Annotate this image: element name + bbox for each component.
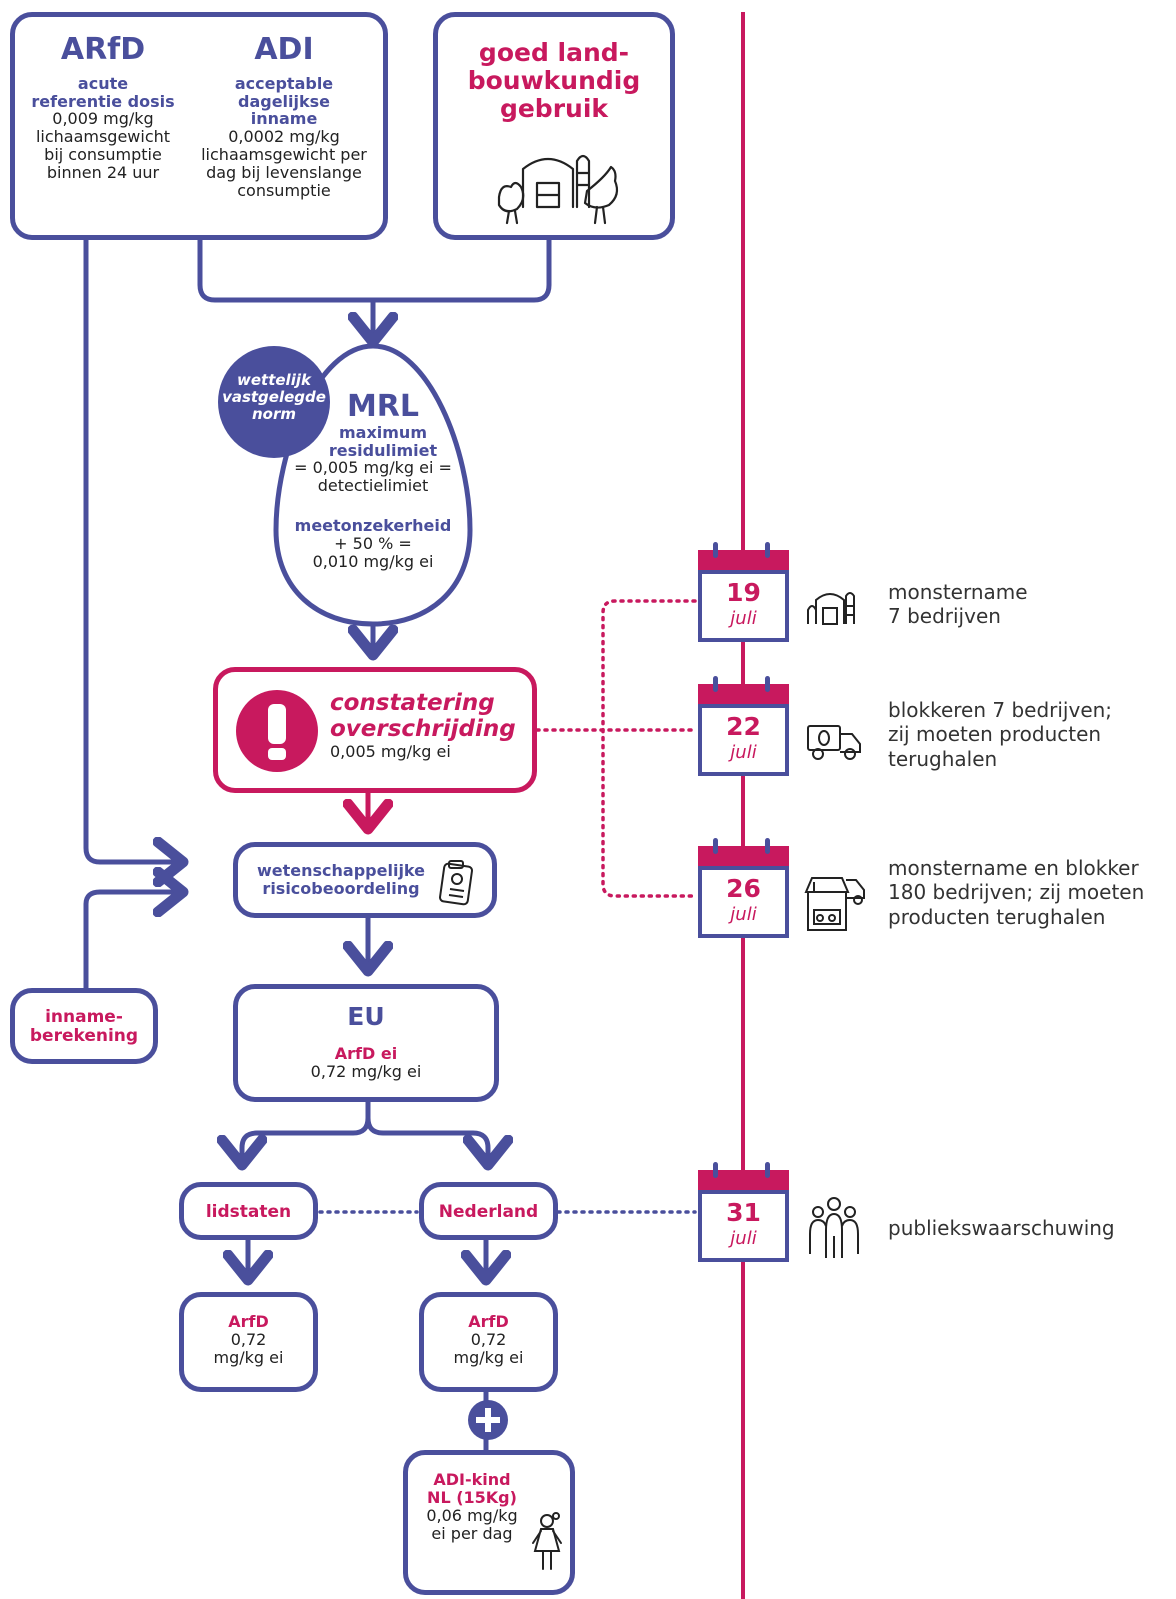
adi-kind-box: ADI-kind NL (15Kg) 0,06 mg/kg ei per dag bbox=[403, 1450, 575, 1595]
eu-subtitle: ArfD ei bbox=[334, 1044, 398, 1063]
farm-icon bbox=[807, 592, 855, 625]
event-text-26-juli: monstername en blokker 180 bedrijven; zi… bbox=[888, 856, 1145, 929]
exceed-content: constatering overschrijding 0,005 mg/kg … bbox=[330, 690, 530, 761]
arfd-text: 0,009 mg/kg lichaamsgewicht bij consumpt… bbox=[35, 109, 171, 183]
calendar-19-juli: 19 juli bbox=[698, 542, 789, 642]
shop-truck-icon bbox=[804, 877, 865, 931]
nederland-label: Nederland bbox=[438, 1202, 539, 1222]
calendar-26-juli: 26 juli bbox=[698, 838, 789, 938]
mrl-text2: + 50 % = 0,010 mg/kg ei bbox=[312, 534, 434, 572]
adi-title: ADI bbox=[254, 32, 314, 67]
gap-title: goed land- bouwkundig gebruik bbox=[467, 38, 641, 123]
child-icon bbox=[532, 1512, 562, 1570]
eu-title: EU bbox=[347, 1002, 385, 1031]
eu-box: EU ArfD ei 0,72 mg/kg ei bbox=[233, 984, 499, 1102]
adi-kind-content: ADI-kind NL (15Kg) 0,06 mg/kg ei per dag bbox=[416, 1471, 528, 1543]
nederland-box: Nederland bbox=[419, 1182, 558, 1240]
calendar-month: juli bbox=[730, 904, 757, 925]
calendar-day: 26 bbox=[726, 874, 761, 903]
event-text-22-juli: blokkeren 7 bedrijven; zij moeten produc… bbox=[888, 698, 1113, 771]
adi-subtitle: acceptable dagelijkse inname bbox=[234, 73, 334, 129]
farm-animals-icon bbox=[497, 154, 619, 225]
risk-box: wetenschappelijke risicobeoordeling bbox=[233, 842, 497, 918]
arfd-subtitle: acute referentie dosis bbox=[31, 73, 175, 111]
mrl-subtitle2: meetonzekerheid bbox=[294, 516, 452, 536]
risk-label: wetenschappelijke risicobeoordeling bbox=[257, 861, 425, 898]
calendar-month: juli bbox=[730, 608, 757, 629]
event-text-19-juli: monstername 7 bedrijven bbox=[888, 580, 1028, 629]
adi-kind-value: 0,06 mg/kg ei per dag bbox=[426, 1505, 518, 1543]
lidstaten-label: lidstaten bbox=[205, 1202, 292, 1222]
calendar-22-juli: 22 juli bbox=[698, 676, 789, 776]
lidstaten-box: lidstaten bbox=[179, 1182, 318, 1240]
mrl-title: MRL bbox=[346, 389, 420, 424]
truck-icon bbox=[807, 725, 861, 760]
gap-box: goed land- bouwkundig gebruik bbox=[433, 12, 675, 240]
eu-content: EU ArfD ei 0,72 mg/kg ei bbox=[238, 1003, 494, 1081]
exceed-value: 0,005 mg/kg ei bbox=[330, 741, 451, 761]
arfd-title: ARfD bbox=[60, 32, 146, 67]
arfd-nl-value: 0,72 mg/kg ei bbox=[453, 1329, 524, 1367]
arfd-nl-title: ArfD bbox=[468, 1312, 509, 1331]
intake-label: inname- berekening bbox=[29, 1007, 139, 1047]
arfd-nl-content: ArfD 0,72 mg/kg ei bbox=[424, 1313, 553, 1367]
event-text-31-juli: publiekswaarschuwing bbox=[888, 1216, 1115, 1240]
calendar-31-juli: 31 juli bbox=[698, 1162, 789, 1262]
adi-text: 0,0002 mg/kg lichaamsgewicht per dag bij… bbox=[201, 127, 367, 201]
exclamation-icon bbox=[236, 690, 318, 772]
mrl-text1: = 0,005 mg/kg ei = detectielimiet bbox=[294, 458, 452, 496]
eu-value: 0,72 mg/kg ei bbox=[310, 1061, 422, 1081]
mrl-subtitle: maximum residulimiet bbox=[328, 422, 438, 460]
limits-box: ARfD acute referentie dosis 0,009 mg/kg … bbox=[10, 12, 388, 240]
adi-kind-title: ADI-kind NL (15Kg) bbox=[427, 1470, 517, 1507]
arfd-column: ARfD acute referentie dosis 0,009 mg/kg … bbox=[23, 33, 183, 182]
calendar-month: juli bbox=[730, 742, 757, 763]
clipboard-icon bbox=[439, 860, 473, 906]
arfd-lidstaten-value: 0,72 mg/kg ei bbox=[213, 1329, 284, 1367]
norm-badge bbox=[218, 346, 330, 458]
arfd-lidstaten-box: ArfD 0,72 mg/kg ei bbox=[179, 1292, 318, 1392]
calendar-day: 19 bbox=[726, 578, 761, 607]
plus-icon bbox=[468, 1400, 508, 1440]
arfd-nl-box: ArfD 0,72 mg/kg ei bbox=[419, 1292, 558, 1392]
exceed-box: constatering overschrijding 0,005 mg/kg … bbox=[213, 667, 537, 793]
mrl-content: MRL maximum residulimiet = 0,005 mg/kg e… bbox=[285, 390, 461, 571]
exceed-title: constatering overschrijding bbox=[330, 690, 516, 743]
people-icon bbox=[809, 1197, 859, 1258]
calendar-month: juli bbox=[730, 1228, 757, 1249]
adi-column: ADI acceptable dagelijkse inname 0,0002 … bbox=[193, 33, 375, 200]
norm-badge-text: wettelijk vastgelegde norm bbox=[222, 371, 326, 423]
arfd-lidstaten-content: ArfD 0,72 mg/kg ei bbox=[184, 1313, 313, 1367]
calendar-day: 22 bbox=[726, 712, 761, 741]
calendar-day: 31 bbox=[726, 1198, 761, 1227]
intake-box: inname- berekening bbox=[10, 988, 158, 1064]
arfd-lidstaten-title: ArfD bbox=[228, 1312, 269, 1331]
